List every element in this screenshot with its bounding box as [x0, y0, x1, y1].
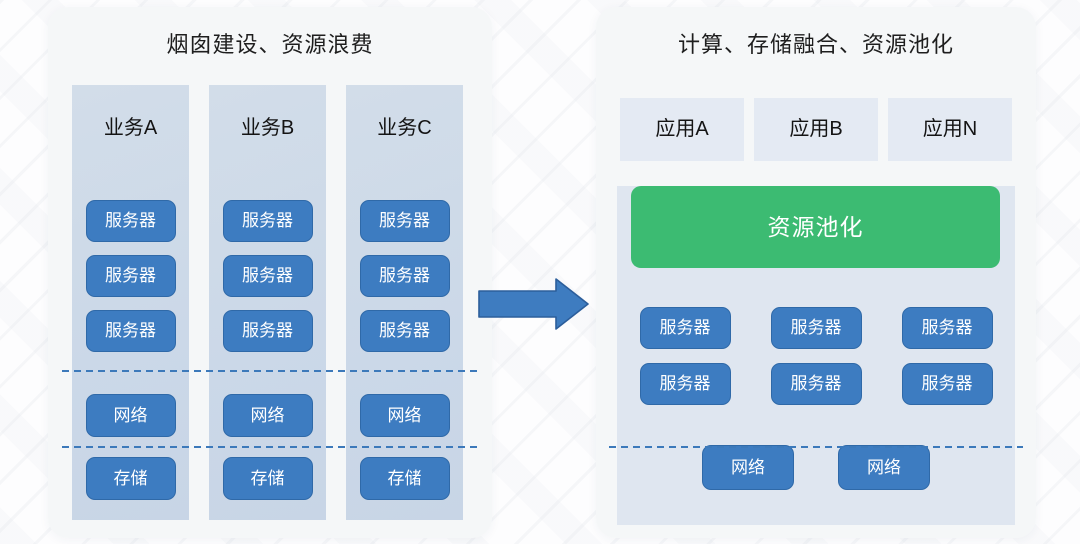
server-box: 服务器 [639, 363, 731, 405]
resource-pool-container: 资源池化 服务器 服务器 服务器 服务器 服务器 服务器 网络 网络 [609, 186, 1023, 525]
server-box: 服务器 [359, 310, 450, 352]
storage-divider-dashed [62, 446, 478, 448]
business-columns: 业务A 服务器 服务器 服务器 网络 存储 业务B 服务器 服务器 服务器 网络… [72, 85, 463, 520]
app-box-b: 应用B [754, 98, 878, 161]
server-box: 服务器 [222, 310, 313, 352]
network-box: 网络 [359, 394, 450, 437]
server-box: 服务器 [901, 307, 993, 349]
pool-network-divider-dashed [609, 446, 1023, 448]
server-box: 服务器 [85, 200, 176, 242]
pool-server-row: 服务器 服务器 服务器 [617, 307, 1015, 349]
pool-network-row: 网络 网络 [617, 445, 1015, 490]
network-box: 网络 [85, 394, 176, 437]
silo-panel: 烟囱建设、资源浪费 业务A 服务器 服务器 服务器 网络 存储 业务B 服务器 … [48, 7, 492, 538]
app-box-a: 应用A [620, 98, 744, 161]
app-box-n: 应用N [888, 98, 1012, 161]
apps-row: 应用A 应用B 应用N [596, 98, 1036, 161]
network-box: 网络 [222, 394, 313, 437]
network-box: 网络 [838, 445, 930, 490]
server-box: 服务器 [85, 255, 176, 297]
business-column-c: 业务C 服务器 服务器 服务器 网络 存储 [346, 85, 463, 520]
storage-box: 存储 [222, 457, 313, 500]
server-box: 服务器 [639, 307, 731, 349]
resource-pool-banner: 资源池化 [631, 186, 1000, 268]
pooled-panel: 计算、存储融合、资源池化 应用A 应用B 应用N 资源池化 服务器 服务器 服务… [596, 7, 1036, 538]
server-box: 服务器 [85, 310, 176, 352]
server-box: 服务器 [222, 255, 313, 297]
network-divider-dashed [62, 370, 478, 372]
server-box: 服务器 [770, 363, 862, 405]
server-box: 服务器 [770, 307, 862, 349]
business-column-label: 业务C [377, 117, 432, 139]
server-box: 服务器 [222, 200, 313, 242]
storage-box: 存储 [359, 457, 450, 500]
server-box: 服务器 [359, 200, 450, 242]
business-column-label: 业务A [103, 117, 158, 139]
business-column-b: 业务B 服务器 服务器 服务器 网络 存储 [209, 85, 326, 520]
pool-server-row: 服务器 服务器 服务器 [617, 363, 1015, 405]
network-box: 网络 [702, 445, 794, 490]
storage-box: 存储 [85, 457, 176, 500]
server-box: 服务器 [901, 363, 993, 405]
business-column-a: 业务A 服务器 服务器 服务器 网络 存储 [72, 85, 189, 520]
business-column-label: 业务B [240, 117, 295, 139]
pooled-panel-title: 计算、存储融合、资源池化 [677, 32, 954, 57]
silo-panel-title: 烟囱建设、资源浪费 [166, 32, 374, 57]
server-box: 服务器 [359, 255, 450, 297]
transform-arrow-icon [478, 278, 589, 330]
